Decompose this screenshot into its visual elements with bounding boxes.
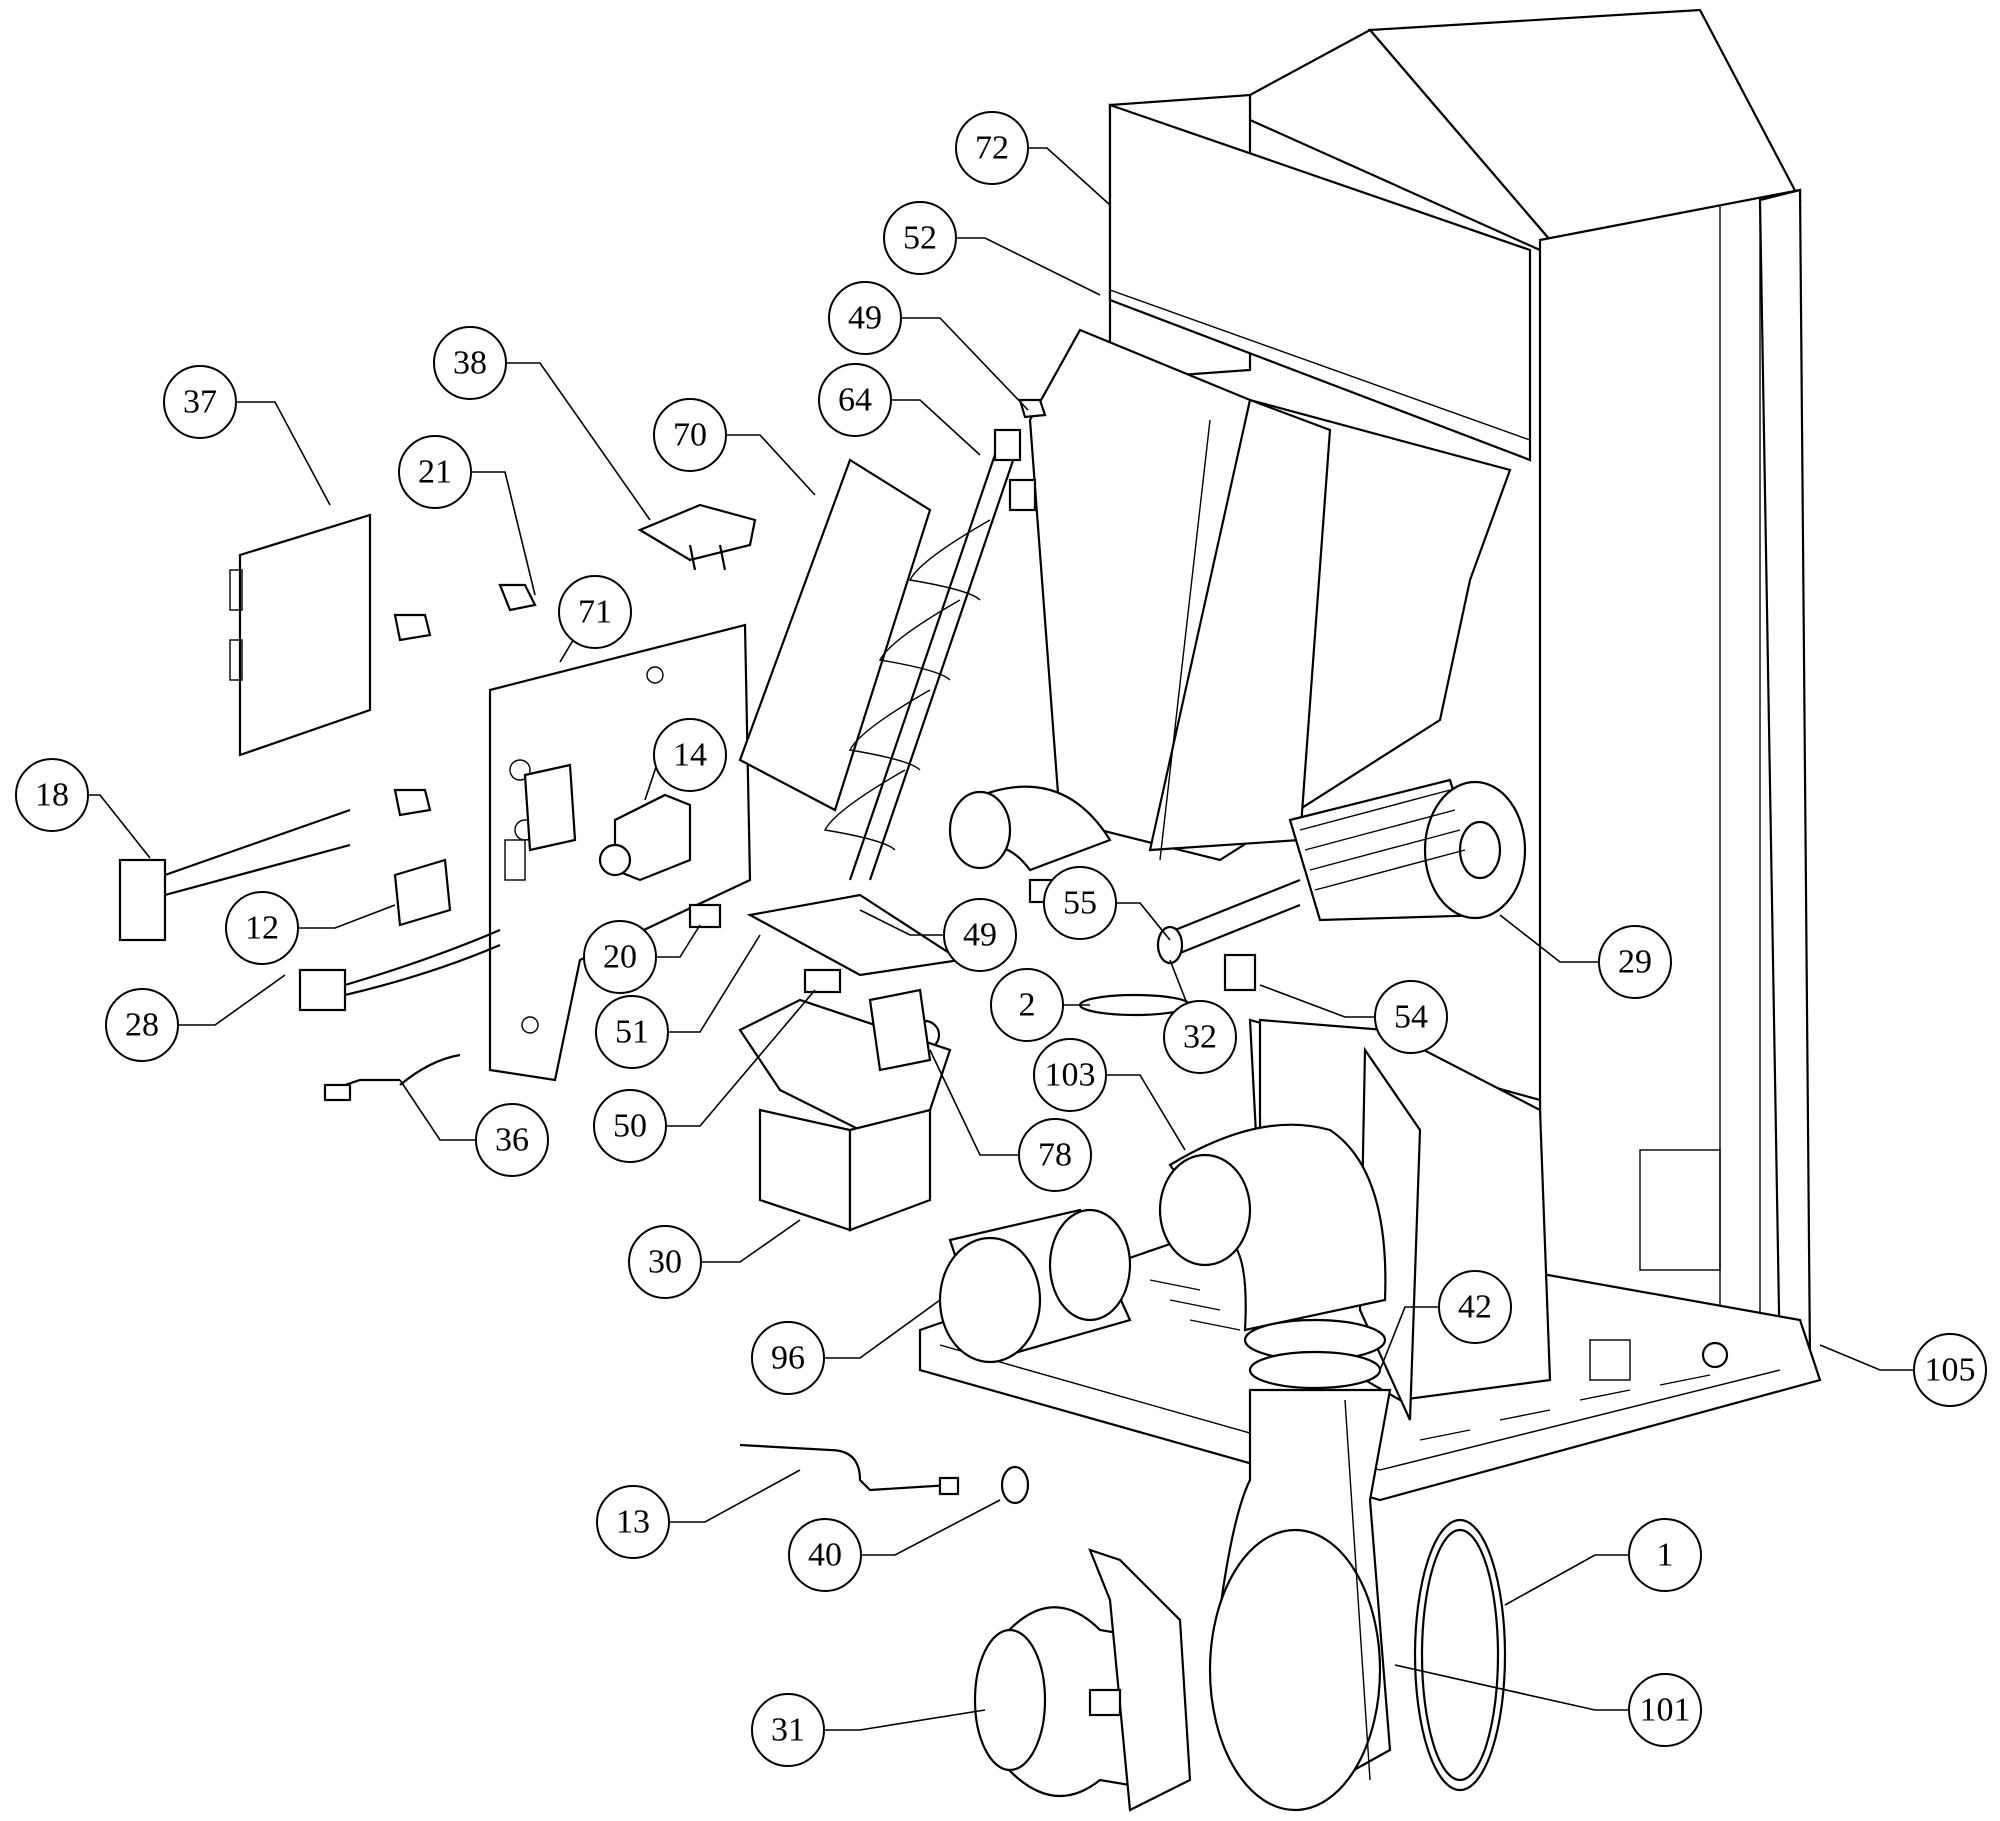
svg-text:64: 64	[838, 382, 872, 419]
callout-38: 38	[433, 326, 507, 400]
svg-text:12: 12	[245, 910, 279, 947]
part-96-pipe	[938, 1208, 1132, 1364]
callout-72: 72	[955, 111, 1029, 185]
callout-1: 1	[1628, 1518, 1702, 1592]
callout-31: 31	[751, 1693, 825, 1767]
svg-text:71: 71	[578, 594, 612, 631]
svg-text:21: 21	[418, 454, 452, 491]
svg-text:28: 28	[125, 1007, 159, 1044]
part-64-auger	[823, 428, 1037, 881]
callout-21: 21	[398, 435, 472, 509]
part-29-heat-exchanger-drum	[1288, 778, 1527, 922]
callout-13: 13	[596, 1485, 670, 1559]
svg-text:54: 54	[1394, 999, 1428, 1036]
part-37-control-board	[238, 513, 372, 757]
svg-text:51: 51	[615, 1014, 649, 1051]
svg-text:49: 49	[848, 300, 882, 337]
svg-text:20: 20	[603, 939, 637, 976]
part-31-combustion-motor	[973, 1548, 1192, 1812]
svg-text:50: 50	[613, 1108, 647, 1145]
part-30-auger-motor	[738, 988, 952, 1232]
callout-12: 12	[225, 891, 299, 965]
callout-49: 49	[943, 898, 1017, 972]
callout-14: 14	[653, 718, 727, 792]
callout-30: 30	[628, 1225, 702, 1299]
callout-52: 52	[883, 201, 957, 275]
callout-20: 20	[583, 920, 657, 994]
callout-78: 78	[1018, 1118, 1092, 1192]
svg-text:29: 29	[1618, 944, 1652, 981]
callout-51: 51	[595, 995, 669, 1069]
callout-42: 42	[1438, 1270, 1512, 1344]
svg-text:103: 103	[1045, 1057, 1096, 1094]
callout-bubbles: 72 52 49 38 64 37 70 21 71 14 18 12 55 4…	[15, 111, 1987, 1767]
callout-105: 105	[1913, 1333, 1987, 1407]
svg-text:14: 14	[673, 737, 707, 774]
svg-text:52: 52	[903, 220, 937, 257]
svg-text:37: 37	[183, 384, 217, 421]
svg-text:55: 55	[1063, 885, 1097, 922]
svg-text:13: 13	[616, 1504, 650, 1541]
svg-text:38: 38	[453, 345, 487, 382]
callout-49: 49	[828, 281, 902, 355]
svg-text:36: 36	[495, 1122, 529, 1159]
callout-64: 64	[818, 363, 892, 437]
svg-text:78: 78	[1038, 1137, 1072, 1174]
svg-text:72: 72	[975, 130, 1009, 167]
svg-text:42: 42	[1458, 1289, 1492, 1326]
svg-text:32: 32	[1183, 1019, 1217, 1056]
callout-2: 2	[990, 968, 1064, 1042]
callout-71: 71	[558, 575, 632, 649]
part-101-blower-housing	[1208, 1388, 1392, 1812]
svg-text:49: 49	[963, 917, 997, 954]
callout-103: 103	[1033, 1038, 1107, 1112]
svg-text:70: 70	[673, 417, 707, 454]
callout-55: 55	[1043, 866, 1117, 940]
svg-text:105: 105	[1925, 1352, 1976, 1389]
callout-54: 54	[1374, 980, 1448, 1054]
callout-37: 37	[163, 365, 237, 439]
callout-101: 101	[1628, 1673, 1702, 1747]
svg-text:40: 40	[808, 1537, 842, 1574]
svg-text:2: 2	[1019, 987, 1036, 1024]
callout-32: 32	[1163, 1000, 1237, 1074]
svg-text:1: 1	[1657, 1537, 1674, 1574]
callout-29: 29	[1598, 925, 1672, 999]
callout-36: 36	[475, 1103, 549, 1177]
part-70-auger-cover	[738, 458, 932, 812]
svg-text:31: 31	[771, 1712, 805, 1749]
svg-text:18: 18	[35, 777, 69, 814]
callout-50: 50	[593, 1089, 667, 1163]
callout-96: 96	[751, 1321, 825, 1395]
part-103-exhaust-elbow	[1158, 1123, 1387, 1362]
svg-text:101: 101	[1640, 1692, 1691, 1729]
callout-70: 70	[653, 398, 727, 472]
svg-text:30: 30	[648, 1244, 682, 1281]
callout-40: 40	[788, 1518, 862, 1592]
callout-28: 28	[105, 988, 179, 1062]
svg-text:96: 96	[771, 1340, 805, 1377]
callout-18: 18	[15, 758, 89, 832]
